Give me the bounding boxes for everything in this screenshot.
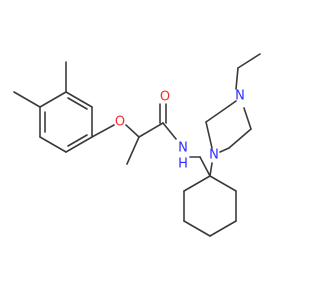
bond-ring-1 bbox=[65, 91, 93, 108]
bond-piperazine-3 bbox=[228, 100, 237, 107]
bond-piperazine-4 bbox=[243, 107, 252, 130]
bond-piperazine-5 bbox=[228, 128, 252, 149]
bonds bbox=[13, 53, 261, 237]
bond-ring-double-1 bbox=[67, 97, 88, 110]
piperazine-nitrogen-top-label: N bbox=[235, 89, 245, 104]
bond-cyclohexane-1 bbox=[183, 175, 211, 192]
bond-ethyl-2 bbox=[237, 53, 261, 69]
bond-piperazine-1 bbox=[205, 121, 213, 149]
bond-ch-carbonyl bbox=[138, 122, 164, 138]
bond-piperazine-2 bbox=[205, 105, 230, 123]
bond-ethyl-1 bbox=[235, 67, 239, 90]
bond-cyclohexane-3 bbox=[183, 220, 211, 237]
atom-labels: O O N H N N bbox=[115, 89, 245, 172]
carbonyl-oxygen-label: O bbox=[160, 90, 170, 105]
bond-ring-6 bbox=[39, 91, 67, 108]
bond-quaternary-piperazine bbox=[209, 162, 213, 177]
bond-cyclohexane-4 bbox=[209, 220, 237, 237]
bond-cyclohexane-6 bbox=[209, 175, 237, 192]
bond-ring-4 bbox=[39, 136, 67, 153]
bond-ring-double-2 bbox=[67, 134, 88, 147]
piperazine-nitrogen-bottom-label: N bbox=[209, 148, 219, 163]
bond-aryl-oxygen bbox=[91, 124, 115, 138]
ether-oxygen-label: O bbox=[115, 115, 125, 130]
bond-piperazine-6 bbox=[219, 147, 230, 153]
amide-nitrogen-label: N bbox=[178, 141, 188, 156]
bond-ring-3 bbox=[65, 136, 93, 153]
bond-oxygen-ch bbox=[125, 124, 140, 138]
molecule-structure-diagram: O O N H N N bbox=[13, 53, 261, 237]
amide-hydrogen-label: H bbox=[178, 157, 188, 172]
bond-ch-methyl bbox=[126, 136, 140, 165]
bond-carbonyl-nitrogen bbox=[162, 122, 177, 140]
bond-ch2-quaternary bbox=[199, 156, 211, 177]
bond-methyl-left bbox=[13, 91, 41, 108]
